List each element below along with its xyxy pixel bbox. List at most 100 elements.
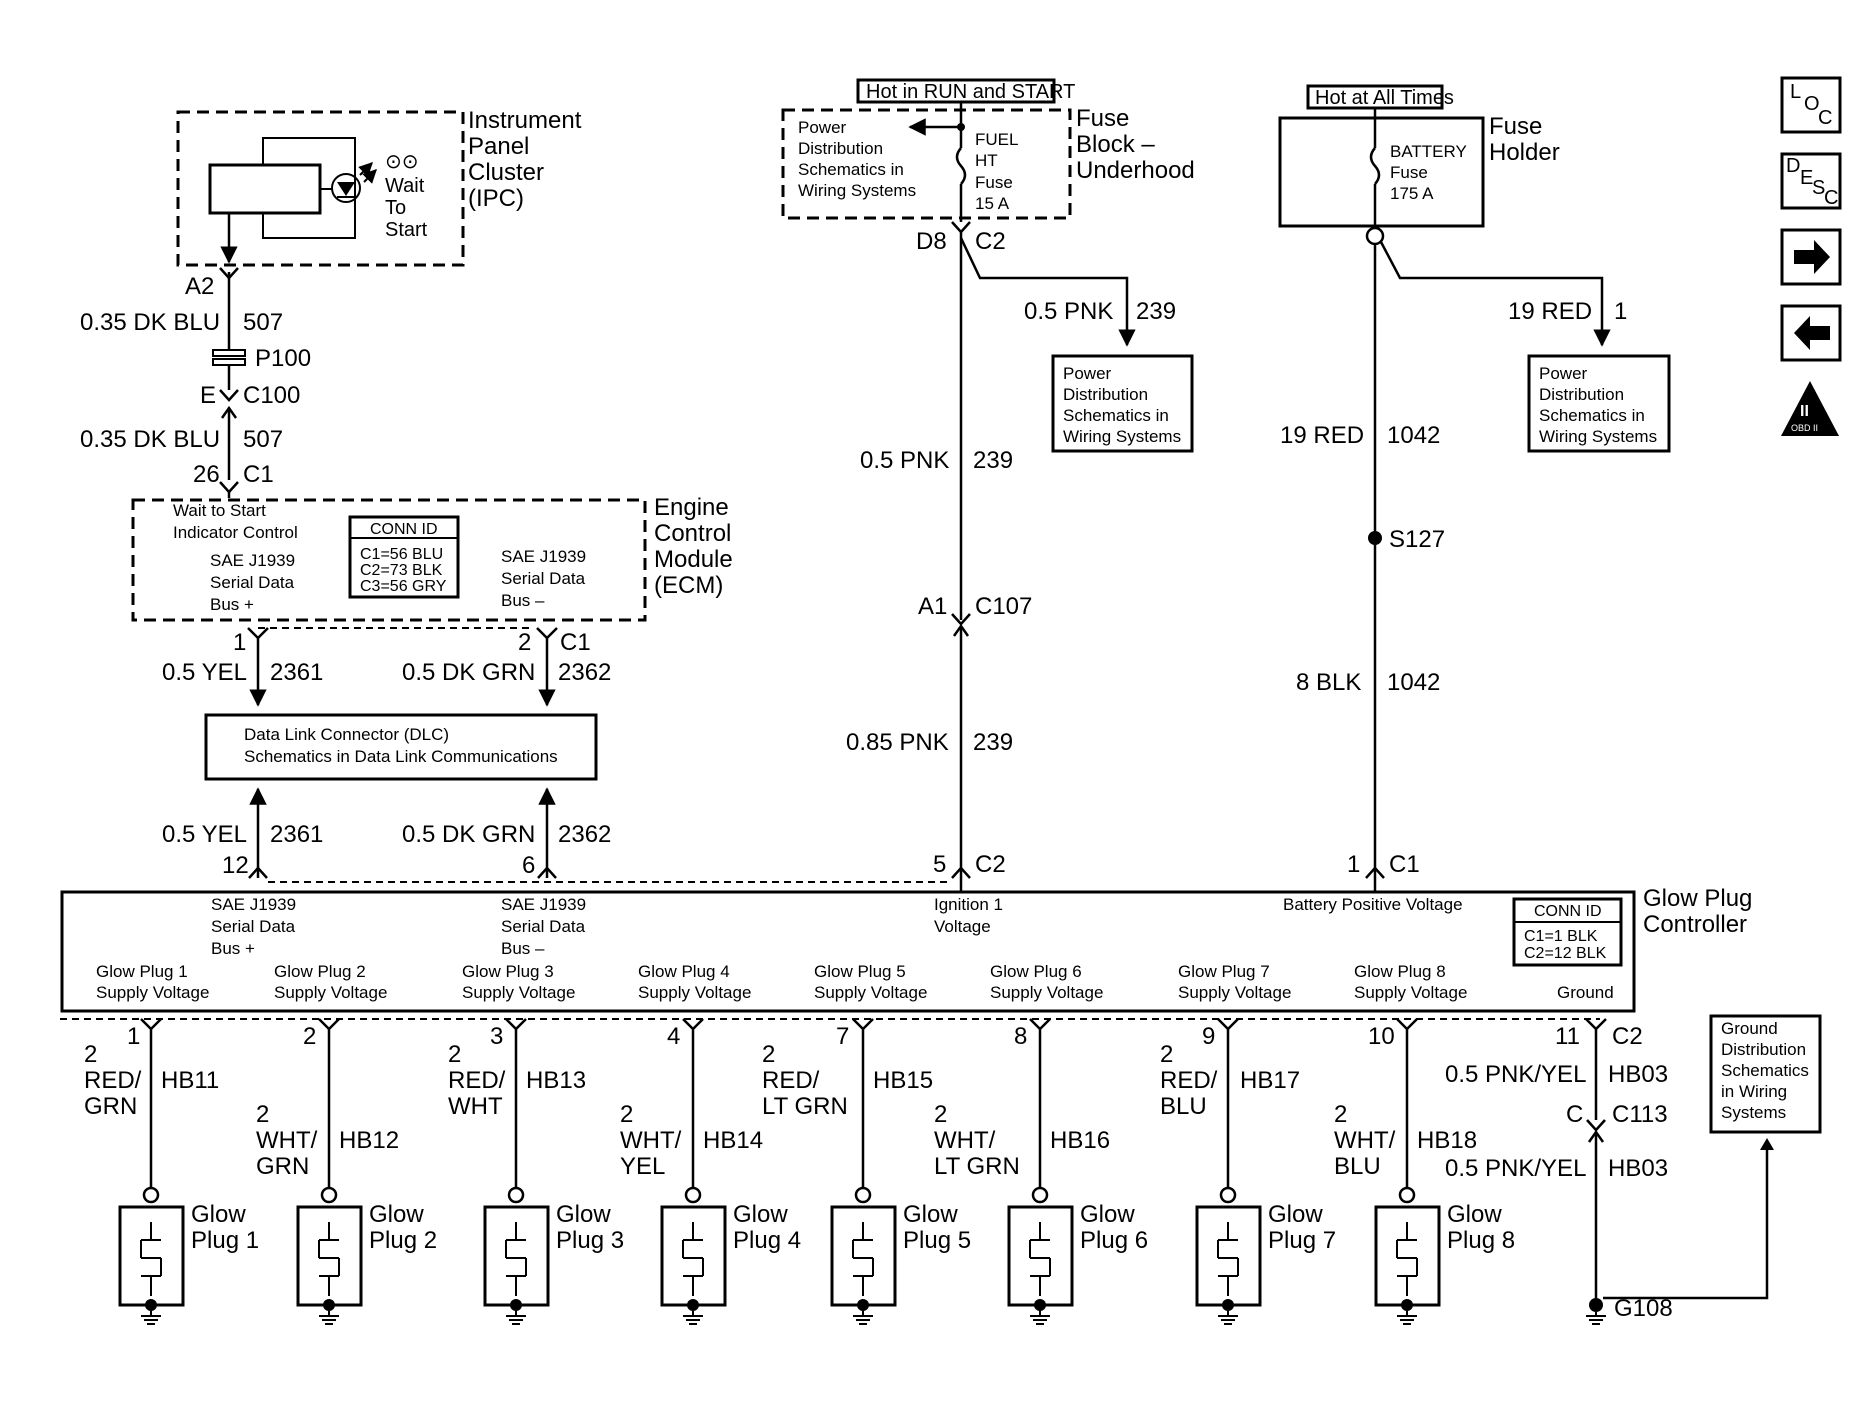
svg-text:2: 2 [303, 1023, 316, 1050]
ecm-dlc-wires: 1 2 C1 0.5 YEL 2361 0.5 DK GRN 2362 [162, 627, 611, 707]
svg-text:C1=56 BLU C2=73 BLK: C1=56 BLU C2=73 BLK C3=56 GRY [360, 546, 448, 595]
svg-text:1: 1 [1347, 851, 1360, 878]
svg-text:HB14: HB14 [703, 1127, 763, 1154]
svg-text:1: 1 [1614, 298, 1627, 325]
obd-ii-icon[interactable]: II OBD II [1781, 381, 1839, 436]
svg-text:HB03: HB03 [1608, 1061, 1668, 1088]
svg-text:C2: C2 [975, 851, 1006, 878]
svg-text:2361: 2361 [270, 821, 323, 848]
ecm-wire-2362-circuit: 2362 [558, 659, 611, 686]
c100-name: C100 [243, 382, 300, 409]
svg-text:12: 12 [222, 852, 249, 879]
svg-text:239: 239 [973, 729, 1013, 756]
svg-text:0.85 PNK: 0.85 PNK [846, 729, 949, 756]
ipc-pin-a2: A2 [185, 273, 214, 300]
gpc-bus-minus: SAE J1939 Serial Data Bus – [501, 895, 591, 958]
svg-text:Hot at All Times: Hot at All Times [1315, 87, 1454, 109]
gpc-bus-plus: SAE J1939 Serial Data Bus + [211, 895, 301, 958]
ecm-wire-gauge: 0.35 DK BLU [80, 426, 220, 453]
svg-text:239: 239 [973, 447, 1013, 474]
ecm-bus-plus-label: SAE J1939 Serial Data Bus + [210, 551, 300, 614]
svg-text:2: 2 [518, 629, 531, 656]
svg-text:HB15: HB15 [873, 1067, 933, 1094]
svg-text:HB11: HB11 [161, 1067, 219, 1094]
ipc-title: Instrument Panel Cluster (IPC) [468, 107, 588, 212]
gpc-ground-label: Ground [1557, 983, 1614, 1002]
svg-text:0.5 DK GRN: 0.5 DK GRN [402, 821, 535, 848]
ipc-wire-circuit: 507 [243, 309, 283, 336]
svg-text:7: 7 [836, 1023, 849, 1050]
svg-text:D8: D8 [916, 228, 947, 255]
svg-text:Data Link Connector (DLC): Data Link Connector (DLC) Schematics in … [244, 725, 558, 766]
svg-text:O: O [1804, 93, 1820, 115]
svg-text:C2: C2 [1612, 1023, 1643, 1050]
data-link-connector: Data Link Connector (DLC) Schematics in … [204, 713, 598, 781]
desc-icon[interactable]: D E S C [1780, 152, 1842, 210]
svg-text:1042: 1042 [1387, 422, 1440, 449]
ecm-pin-26: 26 [193, 461, 220, 488]
gpc-title: Glow Plug Controller [1643, 885, 1759, 938]
ecm-wts-label: Wait to Start Indicator Control [173, 501, 298, 542]
ground-wire-hb03: 11 C2 0.5 PNK/YEL HB03 C C113 0.5 PNK/YE… [1445, 1018, 1774, 1325]
next-arrow-icon[interactable] [1780, 228, 1842, 286]
svg-text:0.5 PNK/YEL: 0.5 PNK/YEL [1445, 1061, 1586, 1088]
fuse-block-title: Fuse Block – Underhood [1076, 105, 1195, 184]
fuse-block-underhood: Hot in RUN and START Power Distribution … [781, 78, 1195, 255]
svg-text:0.5 PNK: 0.5 PNK [860, 447, 949, 474]
ecm-wire-2361-gauge: 0.5 YEL [162, 659, 247, 686]
svg-text:L: L [1790, 81, 1801, 103]
fuse-holder: Hot at All Times BATTERY Fuse 175 A Fuse… [1278, 84, 1560, 246]
engine-control-module: Wait to Start Indicator Control SAE J193… [131, 494, 739, 622]
svg-text:C: C [1818, 107, 1832, 129]
pd-branch-1: 19 RED 1 Power Distribution Schematics i… [1379, 241, 1671, 453]
svg-text:8 BLK: 8 BLK [1296, 669, 1361, 696]
loc-icon[interactable]: L O C [1780, 76, 1842, 134]
ecm-wire-2362-gauge: 0.5 DK GRN [402, 659, 535, 686]
svg-text:1042: 1042 [1387, 669, 1440, 696]
hot-run-start-box [856, 78, 1056, 104]
gpc-conn-id-box: CONN ID C1=1 BLK C2=12 BLK [1512, 897, 1623, 967]
svg-text:19 RED: 19 RED [1280, 422, 1364, 449]
glow-plug-controller: SAE J1939 Serial Data Bus + SAE J1939 Se… [60, 885, 1759, 1013]
svg-text:C107: C107 [975, 593, 1032, 620]
svg-text:G108: G108 [1614, 1295, 1673, 1322]
back-arrow-icon[interactable] [1780, 304, 1842, 362]
wire-239: 0.5 PNK 239 A1 C107 0.85 PNK 239 5 C2 [846, 232, 1032, 892]
svg-text:10: 10 [1368, 1023, 1395, 1050]
svg-text:S127: S127 [1389, 526, 1445, 553]
svg-text:239: 239 [1136, 298, 1176, 325]
p100-label: P100 [255, 345, 311, 372]
ground-g108 [1589, 1298, 1603, 1312]
svg-text:C1: C1 [1389, 851, 1420, 878]
svg-text:D: D [1786, 155, 1800, 177]
pd-branch-239: 0.5 PNK 239 Power Distribution Schematic… [959, 237, 1194, 453]
svg-text:C1: C1 [560, 629, 591, 656]
gpc-ignition: Ignition 1 Voltage [934, 895, 1008, 936]
ipc-lamp-label: Wait To Start [385, 175, 430, 241]
svg-text:Power Distribution: Power Distribution Schematics in Wiring … [1539, 364, 1657, 446]
svg-text:S: S [1812, 177, 1825, 199]
ecm-title: Engine Control Module (ECM) [654, 494, 739, 599]
svg-text:8: 8 [1014, 1023, 1027, 1050]
svg-text:II: II [1800, 403, 1809, 420]
